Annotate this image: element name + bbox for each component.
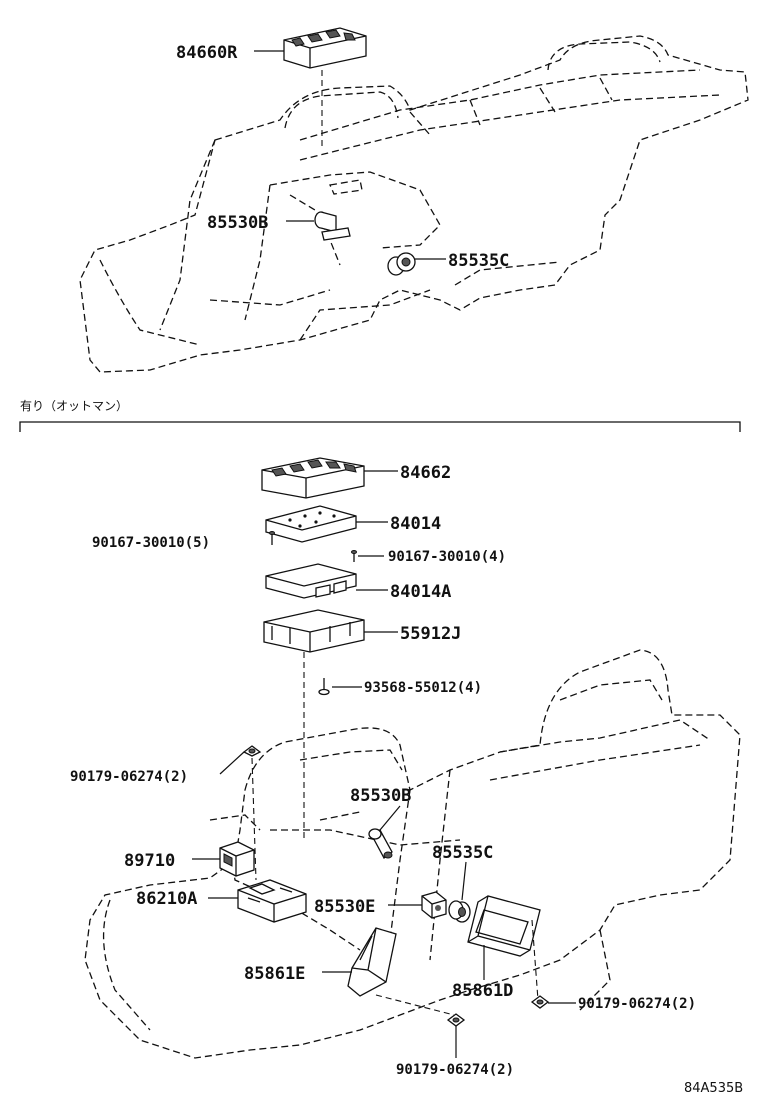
section-bracket (19, 421, 741, 432)
label-85535C: 85535C (432, 843, 493, 863)
label-85861E: 85861E (244, 964, 305, 984)
circuit-board-84014 (265, 505, 357, 543)
label-85530E: 85530E (314, 897, 375, 917)
section-title: 有り（オットマン） (20, 399, 128, 413)
label-89710: 89710 (124, 851, 175, 871)
leader-90179-a-drop (251, 757, 257, 881)
ecu-86210A (237, 879, 307, 923)
clip-90179-c (446, 1013, 466, 1027)
label-55912J: 55912J (400, 624, 461, 644)
diagram-code: 84A535B (684, 1081, 743, 1096)
label-84014: 84014 (390, 514, 441, 534)
label-90179-b: 90179-06274(2) (578, 996, 696, 1012)
module-89710 (219, 841, 255, 877)
upper-switch-84660R (283, 27, 367, 69)
leader-85861D-drop (531, 919, 539, 1001)
switch-panel-84662 (261, 457, 365, 499)
label-85861D: 85861D (452, 981, 513, 1001)
label-90179-c: 90179-06274(2) (396, 1062, 514, 1078)
screw-93568 (318, 678, 330, 696)
screw-90167-4 (351, 550, 357, 562)
clip-90179-a (242, 745, 262, 757)
circuit-board-84014A (265, 563, 357, 599)
label-84014A: 84014A (390, 582, 451, 602)
bracket-55912J (263, 609, 365, 653)
leader-85535C (461, 861, 467, 901)
upper-socket-85530B (314, 211, 351, 241)
socket-85535C (448, 900, 471, 923)
label-90167-5: 90167-30010(5) (92, 535, 210, 551)
label-86210A: 86210A (136, 889, 197, 909)
cover-85861E (347, 927, 397, 997)
label-93568: 93568-55012(4) (364, 680, 482, 696)
leader-90179-a (219, 751, 245, 775)
label-90167-4: 90167-30010(4) (388, 549, 506, 565)
label-84662: 84662 (400, 463, 451, 483)
panel-85861D (467, 895, 541, 957)
leader-85861E-drop (375, 994, 455, 1016)
label-90179-a: 90179-06274(2) (70, 769, 188, 785)
label-85530B-upper: 85530B (207, 213, 268, 233)
upper-socket-85535C (387, 252, 416, 276)
label-84660R: 84660R (176, 43, 238, 63)
socket-85530B (368, 828, 393, 859)
screw-90167-5 (269, 531, 275, 545)
upper-seat-outline (79, 35, 749, 373)
label-85535C-upper: 85535C (448, 251, 509, 271)
connector-85530E (421, 891, 447, 919)
leader-85530B (379, 805, 401, 831)
label-85530B: 85530B (350, 786, 411, 806)
clip-90179-b (530, 995, 550, 1009)
